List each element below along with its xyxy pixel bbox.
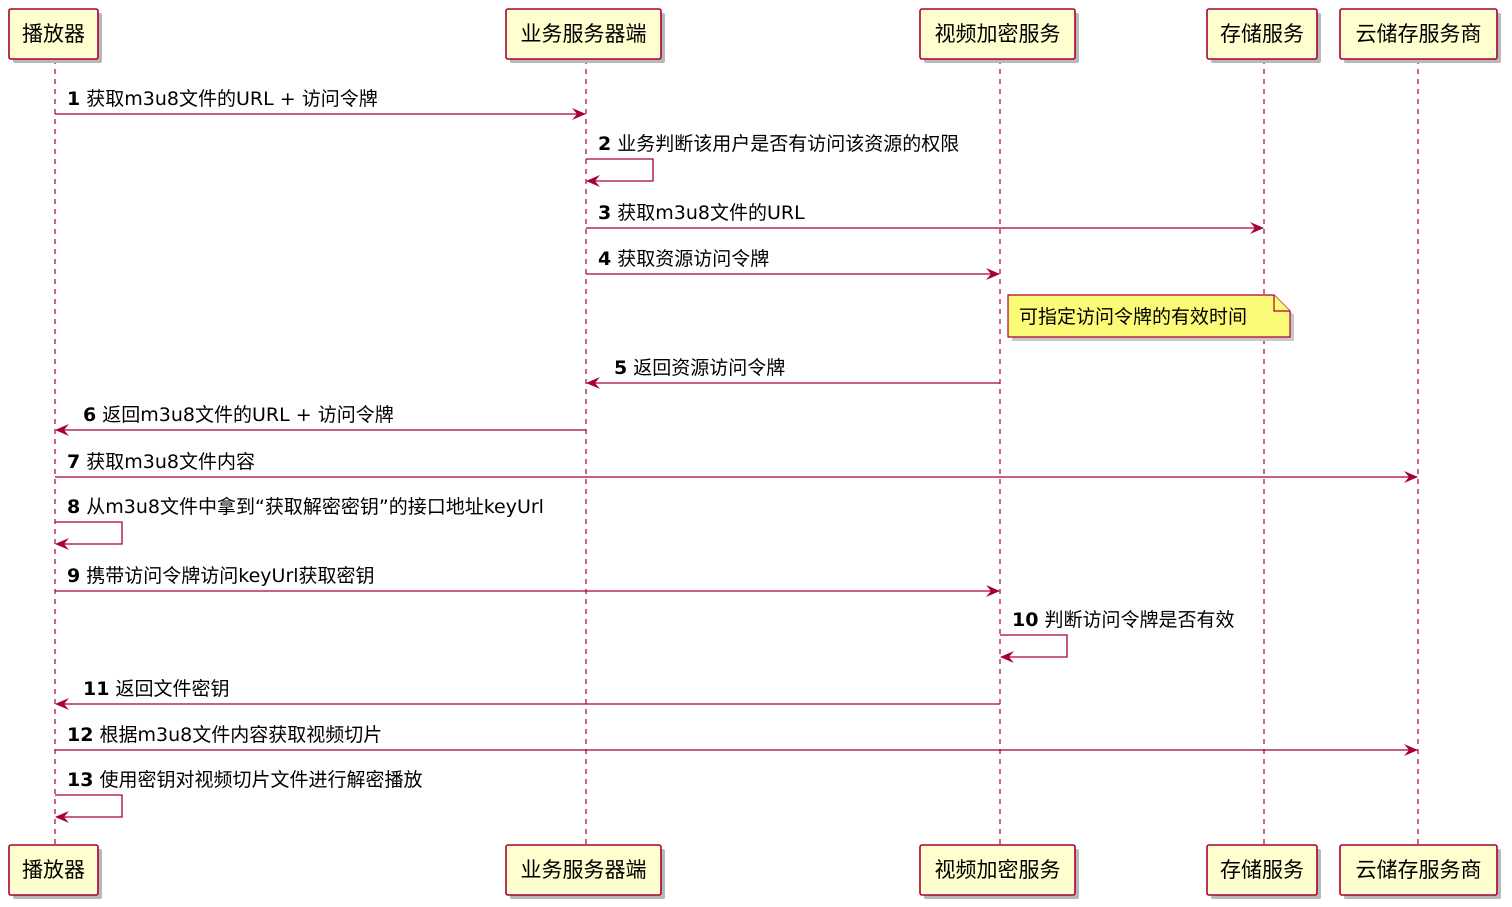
participant-top-biz: 业务服务器端: [505, 8, 665, 63]
message-text: 判断访问令牌是否有效: [1045, 609, 1235, 631]
participant-bottom-biz: 业务服务器端: [505, 844, 665, 899]
message-label: 11 返回文件密钥: [83, 678, 230, 700]
message-9: 9 携带访问令牌访问keyUrl获取密钥: [55, 565, 1000, 597]
participant-label: 云储存服务商: [1356, 858, 1482, 882]
message-number: 9: [67, 565, 80, 587]
participant-label: 视频加密服务: [935, 858, 1061, 882]
message-label: 4 获取资源访问令牌: [598, 248, 769, 270]
message-4: 4 获取资源访问令牌: [586, 248, 1000, 280]
message-number: 11: [83, 678, 109, 700]
message-text: 获取m3u8文件内容: [86, 451, 255, 473]
message-number: 5: [614, 357, 627, 379]
self-message-arrow: [55, 794, 123, 823]
message-10: 10 判断访问令牌是否有效: [1000, 609, 1235, 663]
message-2: 2 业务判断该用户是否有访问该资源的权限: [586, 133, 959, 187]
participant-label: 业务服务器端: [521, 858, 647, 882]
participant-label: 播放器: [22, 858, 85, 882]
message-3: 3 获取m3u8文件的URL: [586, 202, 1264, 234]
message-text: 获取m3u8文件的URL + 访问令牌: [86, 88, 377, 110]
participant-bottom-player: 播放器: [8, 844, 102, 899]
participant-label: 播放器: [22, 22, 85, 46]
message-text: 业务判断该用户是否有访问该资源的权限: [617, 133, 959, 155]
message-number: 4: [598, 248, 611, 270]
participant-top-player: 播放器: [8, 8, 102, 63]
participant-label: 云储存服务商: [1356, 22, 1482, 46]
message-label: 13 使用密钥对视频切片文件进行解密播放: [67, 769, 423, 791]
message-text: 根据m3u8文件内容获取视频切片: [100, 724, 383, 746]
message-text: 从m3u8文件中拿到“获取解密密钥”的接口地址keyUrl: [86, 495, 544, 518]
message-number: 2: [598, 133, 611, 155]
participant-bottom-enc: 视频加密服务: [919, 844, 1079, 899]
message-number: 3: [598, 202, 611, 224]
message-12: 12 根据m3u8文件内容获取视频切片: [55, 724, 1418, 756]
message-13: 13 使用密钥对视频切片文件进行解密播放: [55, 769, 423, 823]
message-label: 1 获取m3u8文件的URL + 访问令牌: [67, 88, 378, 110]
participant-top-cloud: 云储存服务商: [1339, 8, 1501, 63]
message-text: 返回文件密钥: [116, 678, 230, 700]
self-message-arrow: [55, 521, 123, 550]
message-number: 7: [67, 451, 80, 473]
message-text: 返回资源访问令牌: [633, 357, 785, 379]
participant-top-store: 存储服务: [1206, 8, 1321, 63]
participant-label: 存储服务: [1220, 858, 1304, 882]
participant-label: 视频加密服务: [935, 22, 1061, 46]
message-label: 2 业务判断该用户是否有访问该资源的权限: [598, 133, 959, 155]
message-7: 7 获取m3u8文件内容: [55, 451, 1418, 483]
participant-bottom-store: 存储服务: [1206, 844, 1321, 899]
note-text: 可指定访问令牌的有效时间: [1019, 306, 1247, 328]
message-label: 7 获取m3u8文件内容: [67, 451, 255, 473]
message-number: 1: [67, 88, 80, 110]
message-text: 使用密钥对视频切片文件进行解密播放: [100, 769, 423, 791]
message-1: 1 获取m3u8文件的URL + 访问令牌: [55, 88, 586, 120]
message-label: 10 判断访问令牌是否有效: [1012, 609, 1235, 631]
message-text: 获取资源访问令牌: [617, 248, 769, 270]
participant-label: 存储服务: [1220, 22, 1304, 46]
participant-bottom-cloud: 云储存服务商: [1339, 844, 1501, 899]
self-message-arrow: [1000, 634, 1068, 663]
self-message-arrow: [586, 158, 654, 187]
message-text: 携带访问令牌访问keyUrl获取密钥: [86, 565, 374, 587]
message-number: 6: [83, 404, 96, 426]
message-number: 8: [67, 496, 80, 518]
message-number: 10: [1012, 609, 1038, 631]
message-number: 12: [67, 724, 93, 746]
message-label: 12 根据m3u8文件内容获取视频切片: [67, 724, 382, 746]
message-label: 3 获取m3u8文件的URL: [598, 202, 805, 224]
participant-label: 业务服务器端: [521, 22, 647, 46]
message-label: 9 携带访问令牌访问keyUrl获取密钥: [67, 565, 375, 587]
message-5: 5 返回资源访问令牌: [586, 357, 1000, 389]
message-number: 13: [67, 769, 93, 791]
message-text: 获取m3u8文件的URL: [617, 202, 805, 224]
message-11: 11 返回文件密钥: [55, 678, 1000, 710]
message-label: 5 返回资源访问令牌: [614, 357, 785, 379]
message-text: 返回m3u8文件的URL + 访问令牌: [102, 404, 393, 426]
message-label: 6 返回m3u8文件的URL + 访问令牌: [83, 404, 394, 426]
note: 可指定访问令牌的有效时间: [1007, 294, 1294, 341]
message-6: 6 返回m3u8文件的URL + 访问令牌: [55, 404, 586, 436]
participant-top-enc: 视频加密服务: [919, 8, 1079, 63]
message-8: 8 从m3u8文件中拿到“获取解密密钥”的接口地址keyUrl: [55, 495, 544, 550]
message-label: 8 从m3u8文件中拿到“获取解密密钥”的接口地址keyUrl: [67, 495, 544, 518]
